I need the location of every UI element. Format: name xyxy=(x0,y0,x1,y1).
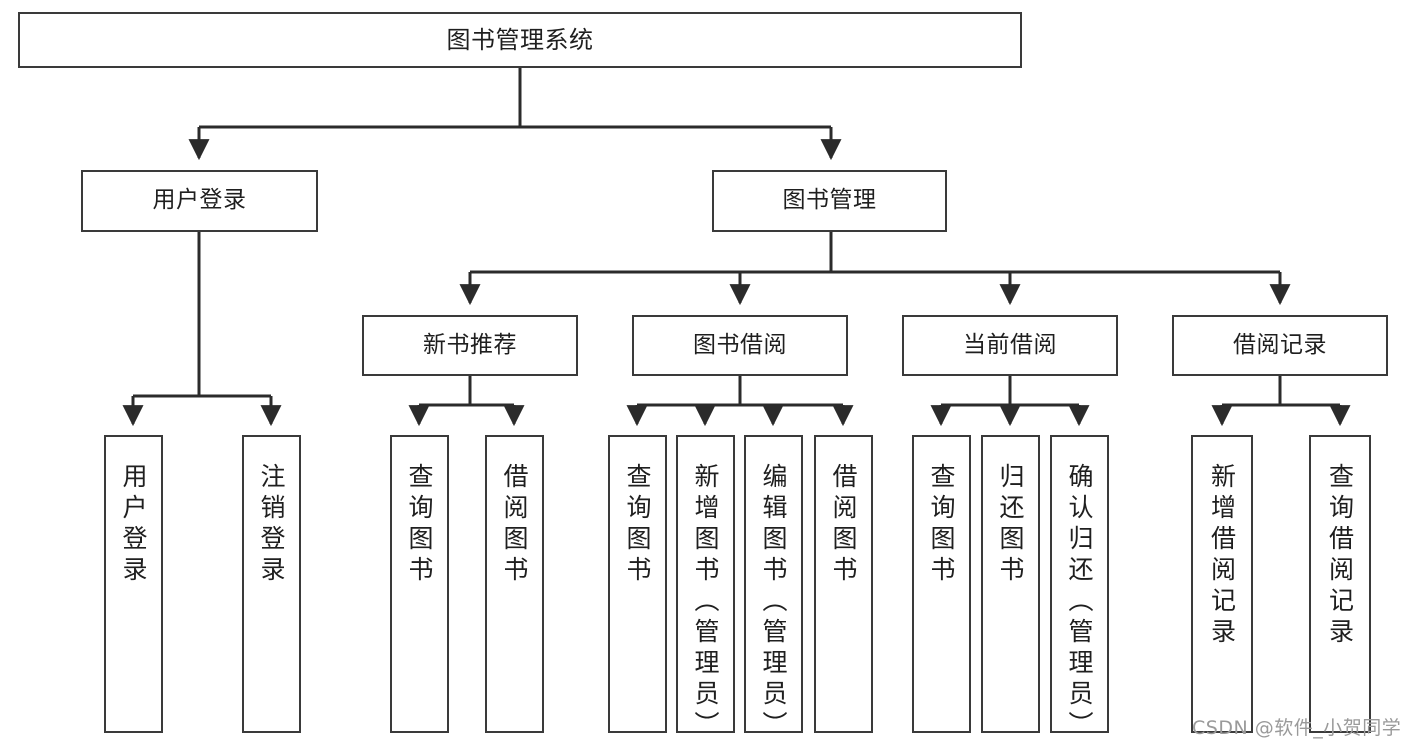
node-label: 查询图书 xyxy=(405,463,434,587)
node-book-borrow[interactable]: 图书借阅 xyxy=(632,315,848,376)
node-leaf-confirm-return-admin[interactable]: 确认归还（管理员） xyxy=(1050,435,1109,742)
node-new-book-recommend[interactable]: 新书推荐 xyxy=(362,315,578,376)
node-leaf-add-borrow-record[interactable]: 新增借阅记录 xyxy=(1191,435,1253,733)
node-label: 确认归还（管理员） xyxy=(1065,463,1094,742)
node-leaf-return-books[interactable]: 归还图书 xyxy=(981,435,1040,733)
node-root-book-management-system[interactable]: 图书管理系统 xyxy=(18,12,1022,68)
node-label: 借阅图书 xyxy=(829,463,858,587)
node-label: 图书借阅 xyxy=(693,331,787,358)
node-label: 归还图书 xyxy=(996,463,1025,587)
node-label: 查询图书 xyxy=(927,463,956,587)
node-leaf-borrow-books[interactable]: 借阅图书 xyxy=(814,435,873,733)
node-label: 图书管理系统 xyxy=(446,25,594,54)
node-label: 借阅图书 xyxy=(500,463,529,587)
node-label: 当前借阅 xyxy=(963,331,1057,358)
node-label: 图书管理 xyxy=(782,187,877,214)
node-label: 新书推荐 xyxy=(423,331,517,358)
node-label: 查询图书 xyxy=(623,463,652,587)
node-leaf-borrow-books-recommend[interactable]: 借阅图书 xyxy=(485,435,544,733)
node-leaf-add-book-admin[interactable]: 新增图书（管理员） xyxy=(676,435,735,742)
node-user-login[interactable]: 用户登录 xyxy=(81,170,318,232)
node-label: 注销登录 xyxy=(257,463,286,587)
node-leaf-query-books-borrow[interactable]: 查询图书 xyxy=(608,435,667,733)
node-leaf-query-books-current[interactable]: 查询图书 xyxy=(912,435,971,733)
node-label: 查询借阅记录 xyxy=(1325,463,1355,649)
node-label: 新增图书（管理员） xyxy=(691,463,720,742)
node-label: 用户登录 xyxy=(119,463,148,587)
node-borrow-records[interactable]: 借阅记录 xyxy=(1172,315,1388,376)
node-leaf-query-borrow-record[interactable]: 查询借阅记录 xyxy=(1309,435,1371,733)
csdn-watermark: CSDN @软件_小贺同学 xyxy=(1192,717,1402,739)
node-label: 用户登录 xyxy=(152,187,247,214)
node-label: 新增借阅记录 xyxy=(1207,463,1237,649)
node-label: 借阅记录 xyxy=(1233,331,1327,358)
node-book-management[interactable]: 图书管理 xyxy=(712,170,947,232)
node-leaf-user-login[interactable]: 用户登录 xyxy=(104,435,163,733)
node-current-borrow[interactable]: 当前借阅 xyxy=(902,315,1118,376)
node-label: 编辑图书（管理员） xyxy=(759,463,788,742)
node-leaf-edit-book-admin[interactable]: 编辑图书（管理员） xyxy=(744,435,803,742)
node-leaf-logout[interactable]: 注销登录 xyxy=(242,435,301,733)
node-leaf-query-books-recommend[interactable]: 查询图书 xyxy=(390,435,449,733)
